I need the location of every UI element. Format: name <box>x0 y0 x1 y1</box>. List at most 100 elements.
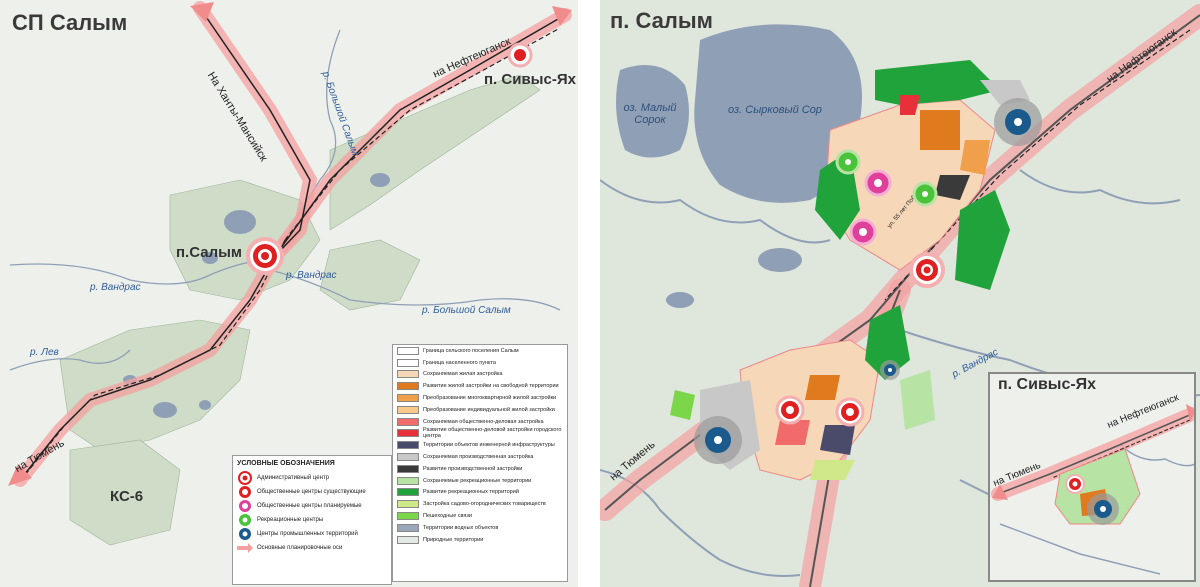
legend-swatch <box>397 394 419 403</box>
recreation-center-icon <box>835 149 861 175</box>
planned-center-icon <box>849 218 877 246</box>
public-center-icon <box>507 42 533 68</box>
legend-zone-label: Сохраняемая жилая застройка <box>423 371 503 378</box>
inset-road <box>997 413 1193 495</box>
legend-zone-item: Граница населенного пункта <box>393 357 567 369</box>
planned-center-icon <box>864 169 892 197</box>
legend-zone-label: Преобразование многоквартирной жилой зас… <box>423 395 557 402</box>
legend-zone-item: Граница сельского поселения Салым <box>393 345 567 357</box>
industrial-center-icon <box>994 98 1042 146</box>
legend-swatch <box>397 464 419 473</box>
legend-zone-item: Сохраняемая общественно-деловая застройк… <box>393 416 567 428</box>
legend-zone-label: Развитие жилой застройки на свободной те… <box>423 383 559 390</box>
recreation-center-icon <box>237 514 253 526</box>
legend-symbols: УСЛОВНЫЕ ОБОЗНАЧЕНИЯ Административный це… <box>232 455 392 585</box>
legend-swatch <box>397 535 419 544</box>
rivers <box>9 29 561 371</box>
lakes <box>616 24 1128 570</box>
legend-zone-label: Развитие рекреационных территорий <box>423 489 519 496</box>
admin-center-icon <box>909 252 945 288</box>
legend-zone-item: Сохраняемая жилая застройка <box>393 369 567 381</box>
legend-zone-item: Природные территории <box>393 534 567 546</box>
right-map-markers <box>694 98 1042 464</box>
legend-swatch <box>397 441 419 450</box>
inset-title: п. Сивыс-Ях <box>998 376 1097 393</box>
legend-zone-item: Развитие жилой застройки на свободной те… <box>393 380 567 392</box>
right-map-title: п. Салым <box>610 8 713 33</box>
legend-zone-label: Территории объектов инженерной инфрастру… <box>423 442 555 449</box>
legend-zone-label: Развитие общественно-деловой застройки г… <box>423 427 562 440</box>
river-vandras-center: р. Вандрас <box>286 270 337 281</box>
legend-zone-item: Сохраняемая производственная застройка <box>393 451 567 463</box>
legend-swatch <box>397 358 419 367</box>
place-salym: п.Салым <box>176 244 243 261</box>
legend-title: УСЛОВНЫЕ ОБОЗНАЧЕНИЯ <box>237 460 335 467</box>
planned-center-icon <box>237 500 253 512</box>
legend-zone-label: Застройка садово-огороднических товарище… <box>423 501 546 508</box>
legend-swatch <box>397 476 419 485</box>
industrial-center-icon <box>1087 493 1119 525</box>
industrial-center-icon <box>880 360 900 380</box>
existing-center-icon <box>237 486 253 498</box>
legend-zone-label: Пешеходные связи <box>423 513 472 520</box>
legend-zone-item: Застройка садово-огороднических товарище… <box>393 498 567 510</box>
legend-zone-label: Граница сельского поселения Салым <box>423 347 519 354</box>
legend-item: Общественные центры планируемые <box>233 499 391 513</box>
legend-zone-label: Граница населенного пункта <box>423 359 496 366</box>
place-ks6: КС-6 <box>110 488 144 505</box>
legend-swatch <box>397 453 419 462</box>
river-lev: р. Лев <box>30 347 59 358</box>
inset-settlement <box>1054 448 1141 525</box>
legend-item: Общественные центры существующие <box>233 485 391 499</box>
south-settlement-zones <box>670 305 935 481</box>
legend-zone-label: Развитие производственной застройки <box>423 465 523 472</box>
legend-zone-item: Территории водных объектов <box>393 522 567 534</box>
public-center-icon <box>1065 474 1085 494</box>
legend-zone-item: Развитие производственной застройки <box>393 463 567 475</box>
railway <box>24 27 561 476</box>
legend-swatch <box>397 346 419 355</box>
recreation-center-icon <box>912 181 938 207</box>
place-sivys-yakh: п. Сивыс-Ях <box>484 71 576 88</box>
existing-center-icon <box>835 397 865 427</box>
legend-item: Центры промышленных территорий <box>233 527 391 541</box>
left-map-markers <box>246 42 533 275</box>
legend-zone-label: Природные территории <box>423 536 484 543</box>
left-map-panel: СП Салым На Ханты-Мансийск на Нефтеюганс… <box>0 0 578 587</box>
right-map-canvas <box>600 0 1200 587</box>
legend-zone-label: Преобразование индивидуальной жилой заст… <box>423 406 555 413</box>
left-map-canvas <box>8 1 572 546</box>
legend-swatch <box>397 488 419 497</box>
legend-zone-item: Преобразование индивидуальной жилой заст… <box>393 404 567 416</box>
river-vandras-left: р. Вандрас <box>90 282 141 293</box>
inset-canvas <box>991 404 1194 575</box>
legend-zone-item: Территории объектов инженерной инфрастру… <box>393 439 567 451</box>
inset-sivys-yakh: п. Сивыс-Ях на Нефтеюганск на Тюмень <box>988 372 1196 582</box>
legend-item: Основные планировочные оси <box>233 541 391 555</box>
legend-item: Административный центр <box>233 471 391 485</box>
inset-rivers <box>999 443 1194 575</box>
legend-swatch <box>397 382 419 391</box>
right-map-panel: п. Салым оз. Малый Сорок оз. Сырковый Со… <box>600 0 1200 587</box>
admin-center-icon <box>246 237 284 275</box>
industrial-center-icon <box>694 416 742 464</box>
legend-zone-item: Преобразование многоквартирной жилой зас… <box>393 392 567 404</box>
inset-axis-arrow <box>992 484 1008 500</box>
axis-arrows <box>8 2 572 486</box>
axis-arrow-icon <box>237 542 253 554</box>
existing-center-icon <box>775 395 805 425</box>
river-bolshoy-salym-bottom: р. Большой Салым <box>422 305 511 316</box>
legend-swatch <box>397 405 419 414</box>
legend-swatch <box>397 370 419 379</box>
lakes <box>123 173 390 418</box>
legend-swatch <box>397 523 419 532</box>
legend-zone-label: Сохраняемая общественно-деловая застройк… <box>423 418 544 425</box>
legend-swatch <box>397 417 419 426</box>
legend-swatch <box>397 429 419 438</box>
legend-zone-item: Развитие общественно-деловой застройки г… <box>393 427 567 440</box>
industrial-center-icon <box>237 528 253 540</box>
legend-zone-label: Сохраняемая производственная застройка <box>423 454 534 461</box>
left-map-title: СП Салым <box>12 10 128 35</box>
legend-zone-label: Сохраняемые рекреационные территории <box>423 477 532 484</box>
